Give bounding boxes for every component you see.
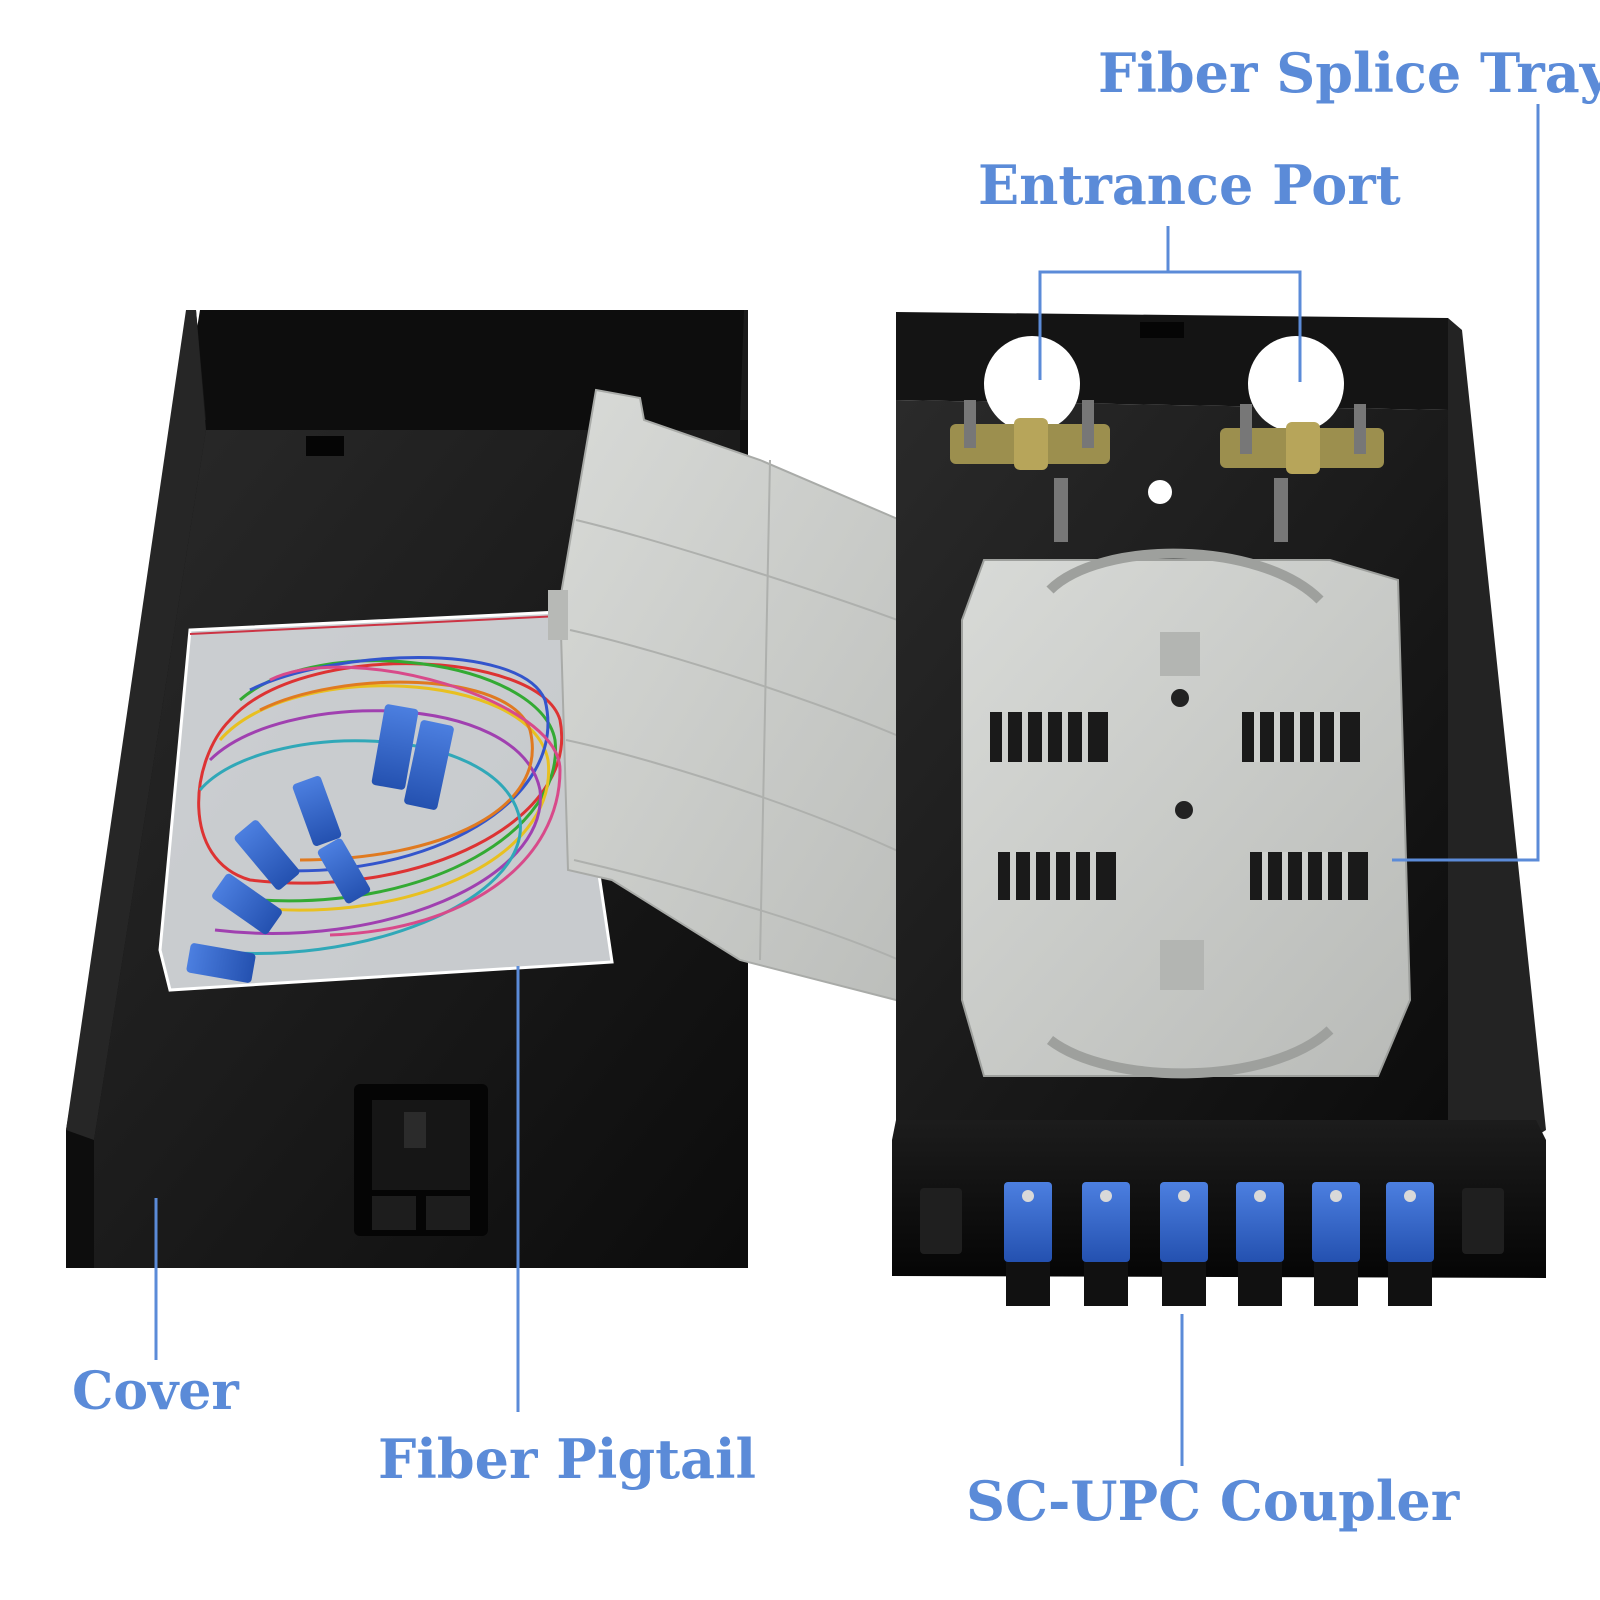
callout-lines: [154, 104, 1540, 1466]
sc-coupler-5: [1312, 1182, 1360, 1306]
cable-clamp-left: [950, 400, 1110, 470]
leader-line-entrance-port-right: [1168, 270, 1302, 382]
leader-line-splice-tray: [1392, 104, 1540, 862]
terminal-box-body: [892, 312, 1546, 1278]
sc-connector-icon: [186, 704, 454, 983]
cable-clamp-right: [1220, 404, 1384, 474]
entrance-port-right: [1248, 336, 1344, 432]
label-sc-upc-coupler: SC-UPC Coupler: [966, 1469, 1460, 1533]
adapter-panel: [892, 1120, 1546, 1278]
sc-coupler-6: [1386, 1182, 1434, 1306]
leader-line-entrance-port: [1038, 226, 1170, 380]
label-fiber-pigtail: Fiber Pigtail: [378, 1427, 757, 1491]
label-cover: Cover: [72, 1361, 239, 1422]
label-fiber-splice-tray: Fiber Splice Tray: [1098, 41, 1600, 105]
sc-upc-couplers: [1004, 1182, 1434, 1306]
fiber-splice-tray: [961, 548, 1412, 1079]
sc-coupler-4: [1236, 1182, 1284, 1306]
label-entrance-port: Entrance Port: [978, 153, 1401, 217]
sc-coupler-2: [1082, 1182, 1130, 1306]
sc-coupler-1: [1004, 1182, 1052, 1306]
fiber-pigtail-bag: [158, 610, 614, 992]
cover-latch: [354, 1084, 488, 1236]
entrance-port-left: [984, 336, 1080, 432]
sc-coupler-3: [1160, 1182, 1208, 1306]
